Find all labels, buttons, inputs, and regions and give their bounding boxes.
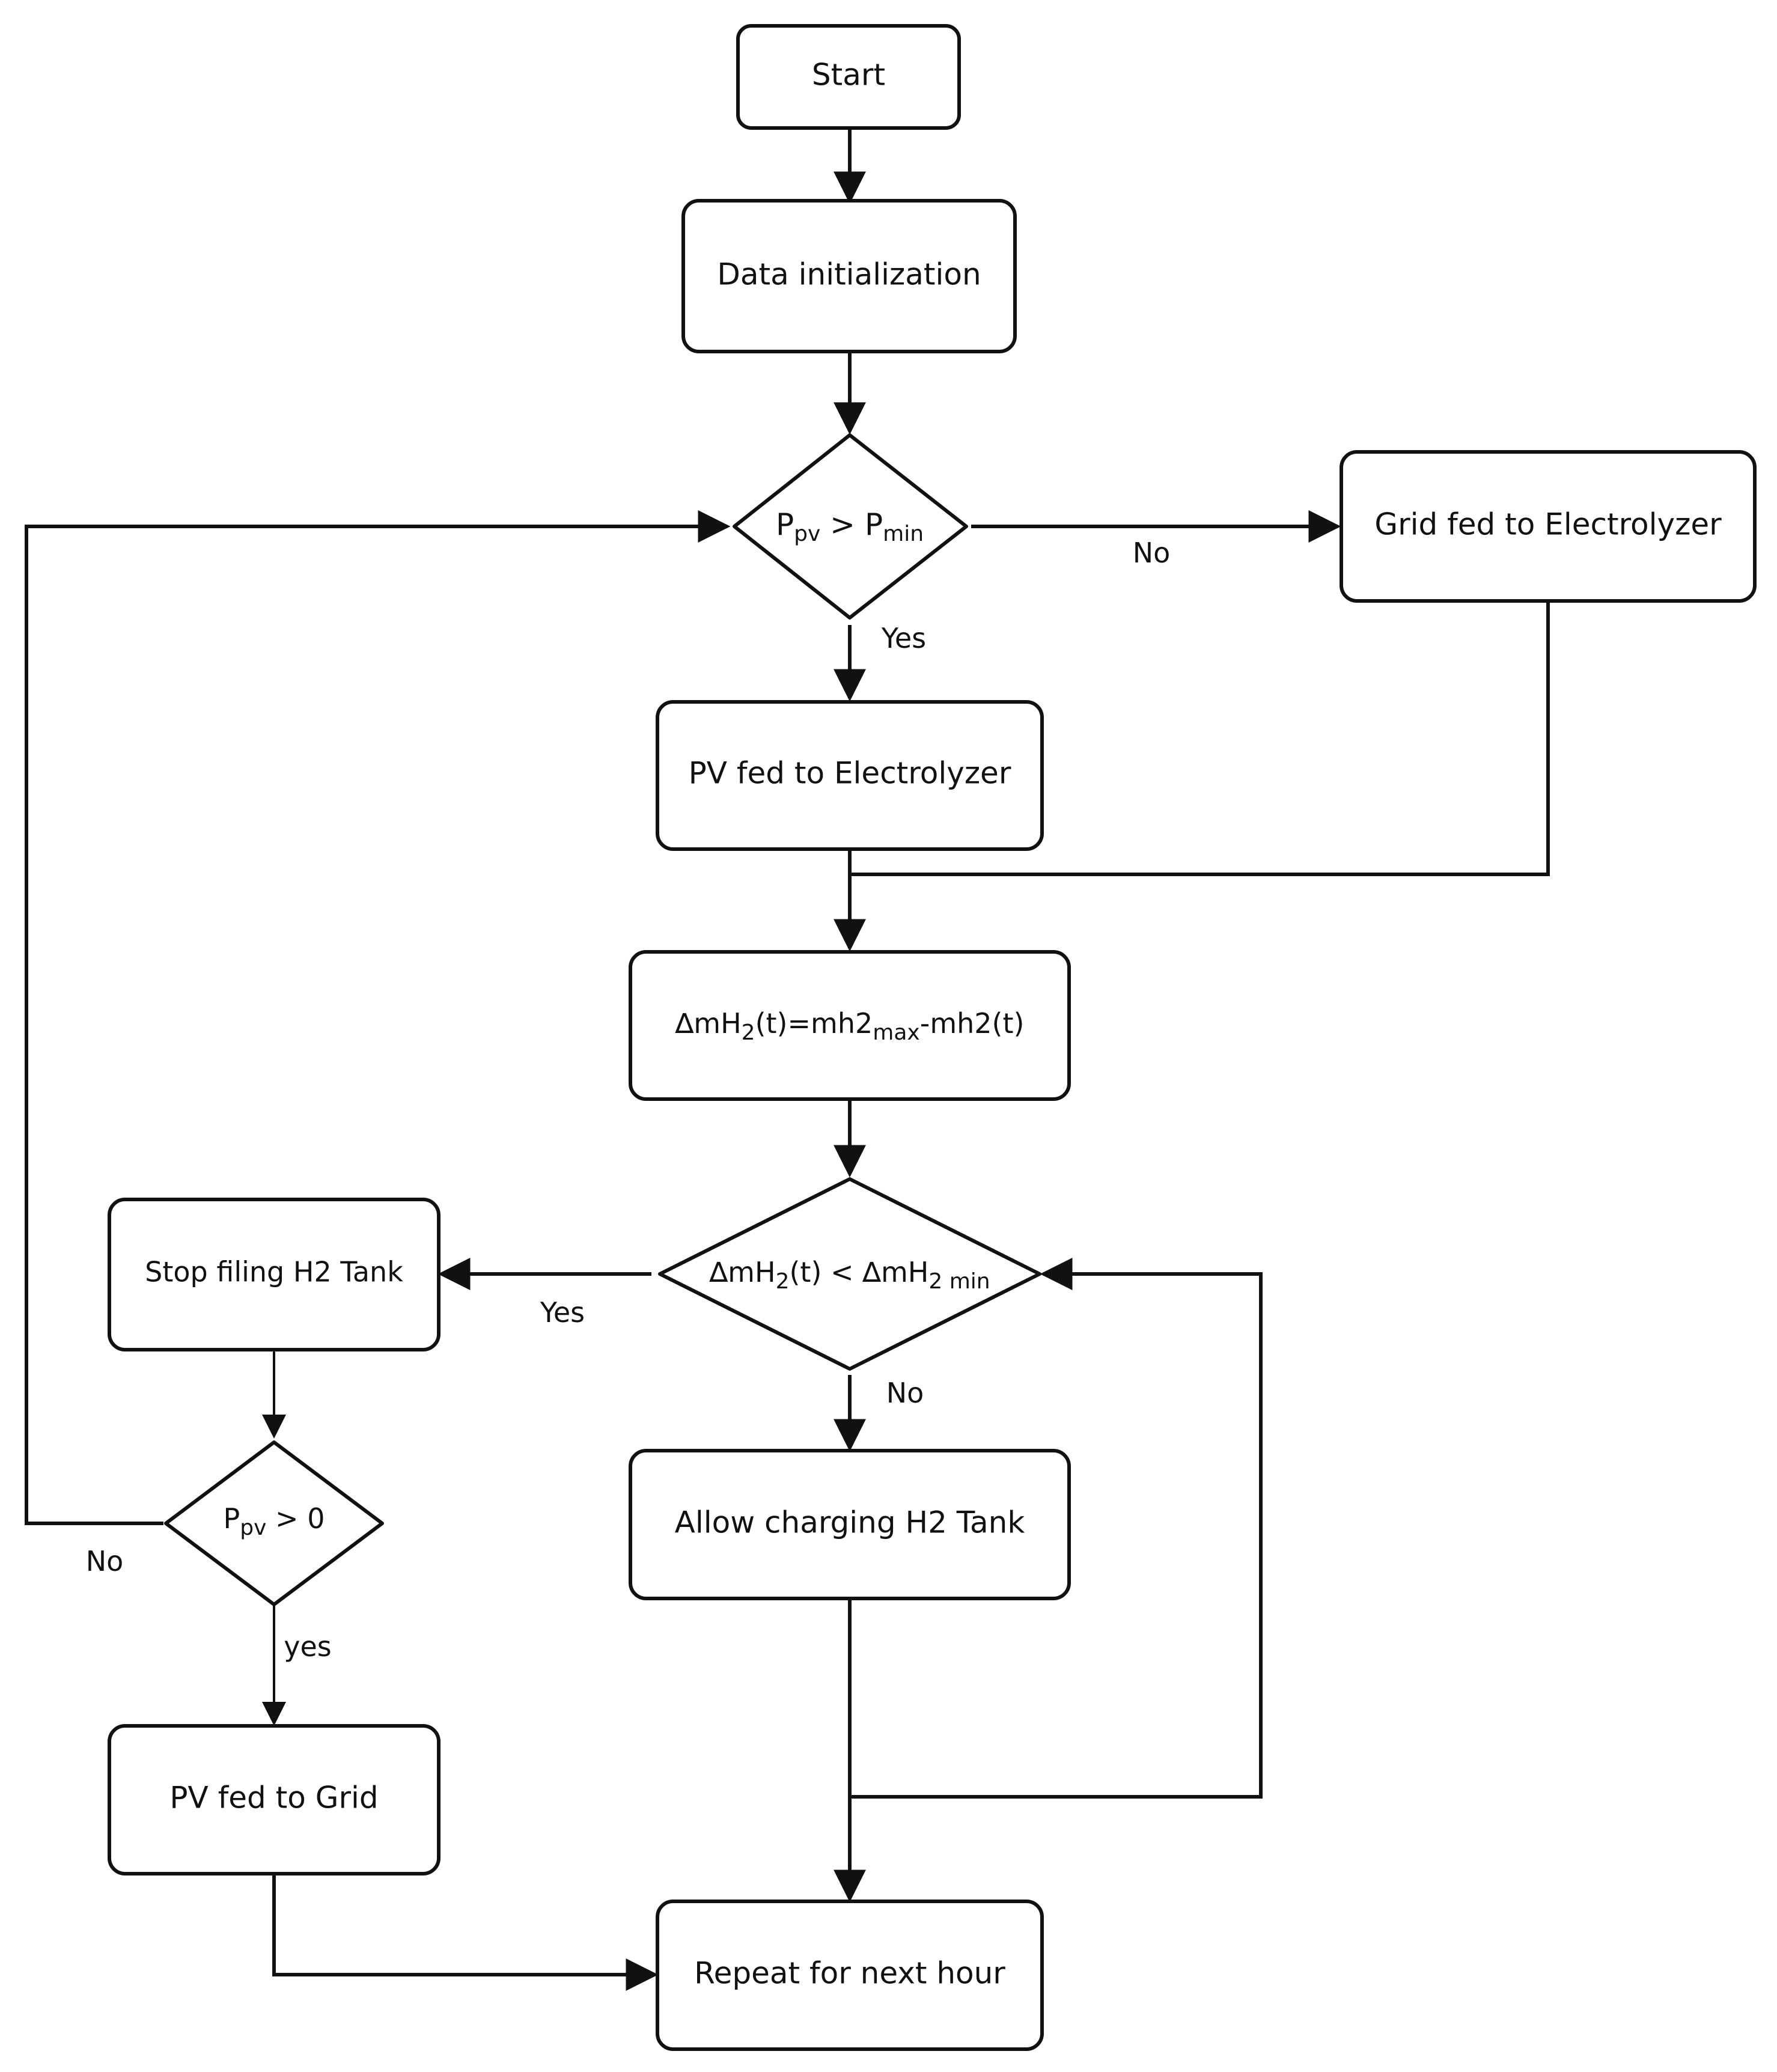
edge-label-d3-yes: yes	[284, 1630, 332, 1663]
edge-label-d2-yes: Yes	[540, 1296, 585, 1329]
node-repeat-next-hour: Repeat for next hour	[656, 1900, 1044, 2051]
node-decision-ppv-gt-0-label: Ppv > 0	[224, 1502, 325, 1541]
node-pv-fed-grid: PV fed to Grid	[108, 1724, 440, 1875]
node-decision-ppv-gt-pmin: Ppv > Pmin	[733, 433, 968, 620]
node-stop-filling-h2-tank-label: Stop filing H2 Tank	[145, 1256, 403, 1288]
edge-loop-to-decision2	[850, 1258, 1263, 1799]
edge-label-d2-no: No	[886, 1377, 924, 1409]
node-allow-charging-h2-tank: Allow charging H2 Tank	[629, 1449, 1071, 1600]
node-delta-mh2-equation: ∆mH2(t)=mh2max-mh2(t)	[629, 950, 1071, 1101]
edge-label-d3-no: No	[86, 1545, 124, 1577]
node-grid-fed-electrolyzer: Grid fed to Electrolyzer	[1340, 450, 1757, 603]
node-data-initialization: Data initialization	[681, 199, 1017, 353]
edge-decision3-no-to-decision1	[25, 510, 731, 1525]
node-delta-mh2-equation-label: ∆mH2(t)=mh2max-mh2(t)	[675, 1007, 1025, 1046]
node-decision-delta-mh2: ∆mH2(t) < ∆mH2 min	[658, 1177, 1041, 1371]
node-grid-fed-electrolyzer-label: Grid fed to Electrolyzer	[1374, 507, 1722, 542]
node-decision-ppv-gt-pmin-label: Ppv > Pmin	[776, 507, 924, 547]
connectors	[25, 128, 1550, 1991]
edge-label-d1-yes: Yes	[881, 622, 926, 654]
node-data-initialization-label: Data initialization	[717, 257, 981, 292]
node-start-label: Start	[812, 58, 885, 93]
node-decision-delta-mh2-label: ∆mH2(t) < ∆mH2 min	[709, 1256, 990, 1294]
edge-grid-to-merge	[850, 601, 1550, 876]
node-allow-charging-h2-tank-label: Allow charging H2 Tank	[675, 1505, 1025, 1540]
edge-label-d1-no: No	[1133, 537, 1171, 569]
node-pv-fed-grid-label: PV fed to Grid	[169, 1781, 378, 1815]
node-pv-fed-electrolyzer-label: PV fed to Electrolyzer	[689, 756, 1011, 791]
edge-labels: No Yes Yes No No yes	[86, 537, 1171, 1663]
node-stop-filling-h2-tank: Stop filing H2 Tank	[108, 1198, 440, 1351]
node-pv-fed-electrolyzer: PV fed to Electrolyzer	[656, 700, 1044, 851]
node-repeat-next-hour-label: Repeat for next hour	[694, 1956, 1005, 1991]
edge-pvgrid-to-repeat	[272, 1874, 659, 1991]
node-decision-ppv-gt-0: Ppv > 0	[164, 1440, 384, 1606]
node-start: Start	[736, 24, 961, 130]
